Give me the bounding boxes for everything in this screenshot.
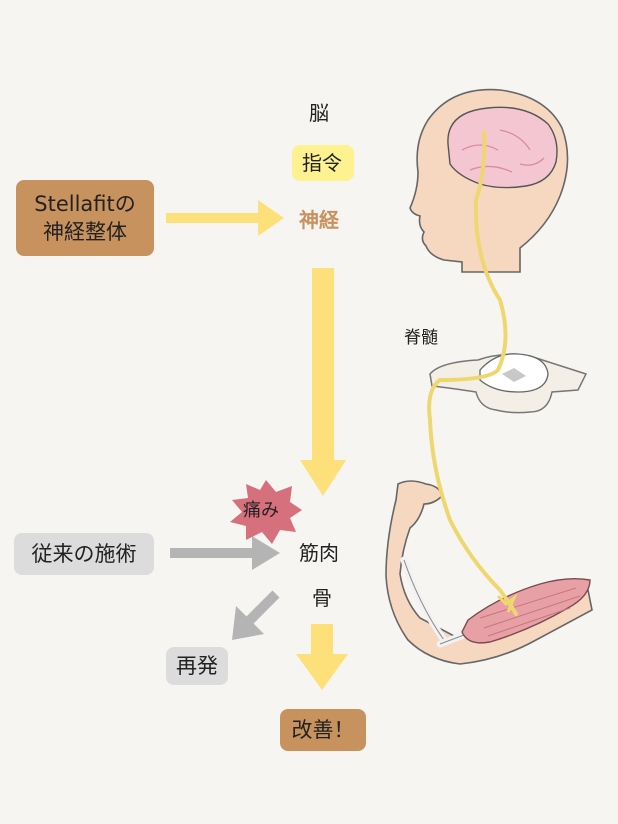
stellafit-line2: 神経整体 <box>43 220 127 244</box>
pain-label: 痛み <box>243 500 279 521</box>
stellafit-line1: Stellafitの <box>34 191 136 216</box>
spinal-cord-label: 脊髄 <box>404 328 438 348</box>
command-highlight <box>292 145 354 181</box>
spinal-cord-illustration <box>429 353 588 414</box>
nerve-label: 神経 <box>299 208 339 232</box>
nerve-to-muscle-arrow <box>300 268 346 496</box>
muscle-label: 筋肉 <box>299 541 339 565</box>
improvement-box: 改善！ <box>280 709 366 751</box>
conventional-treatment-box: 従来の施術 <box>14 533 154 575</box>
conventional-to-muscle-arrow <box>170 536 280 570</box>
pain-burst-icon <box>230 480 302 544</box>
conventional-label: 従来の施術 <box>31 541 137 566</box>
arm-muscle-illustration <box>385 480 593 665</box>
improvement-label: 改善！ <box>291 717 355 742</box>
bone-label: 骨 <box>312 586 332 610</box>
recurrence-box: 再発 <box>166 647 228 685</box>
stellafit-box: Stellafitの 神経整体 <box>16 180 154 256</box>
bone-to-improvement-arrow <box>296 624 348 690</box>
muscle-to-recurrence-arrow <box>232 590 280 640</box>
brain-label: 脳 <box>309 101 329 125</box>
nerve-pathway-line <box>427 130 518 616</box>
stellafit-to-nerve-arrow <box>166 200 284 236</box>
command-label: 指令 <box>302 151 342 175</box>
head-brain-illustration <box>409 88 569 273</box>
recurrence-label: 再発 <box>176 653 218 678</box>
